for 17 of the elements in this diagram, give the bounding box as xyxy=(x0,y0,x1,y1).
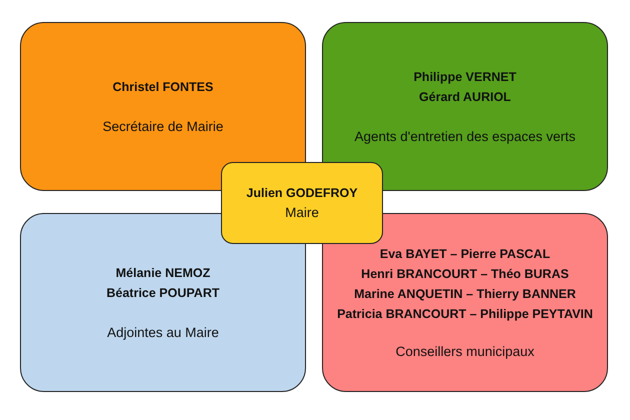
person-name: Julien GODEFROY xyxy=(246,185,358,202)
person-name: Christel FONTES xyxy=(112,78,214,96)
person-name: Philippe VERNET xyxy=(414,68,516,86)
person-name: Eva BAYET – Pierre PASCAL xyxy=(380,246,550,262)
role-title: Secrétaire de Mairie xyxy=(102,118,224,136)
person-name: Henri BRANCOURT – Théo BURAS xyxy=(361,266,569,282)
role-title: Maire xyxy=(285,204,319,222)
role-title: Adjointes au Maire xyxy=(107,324,219,342)
role-title: Conseillers municipaux xyxy=(396,342,534,361)
org-box xyxy=(322,213,608,392)
person-name: Marine ANQUETIN – Thierry BANNER xyxy=(354,286,576,303)
person-name: Patricia BRANCOURT – Philippe PEYTAVIN xyxy=(337,306,593,323)
role-title: Agents d'entretien des espaces verts xyxy=(354,128,576,146)
org-box xyxy=(221,162,383,244)
person-name: Béatrice POUPART xyxy=(106,284,220,302)
person-name: Gérard AURIOL xyxy=(419,88,511,106)
person-name: Mélanie NEMOZ xyxy=(116,264,210,282)
